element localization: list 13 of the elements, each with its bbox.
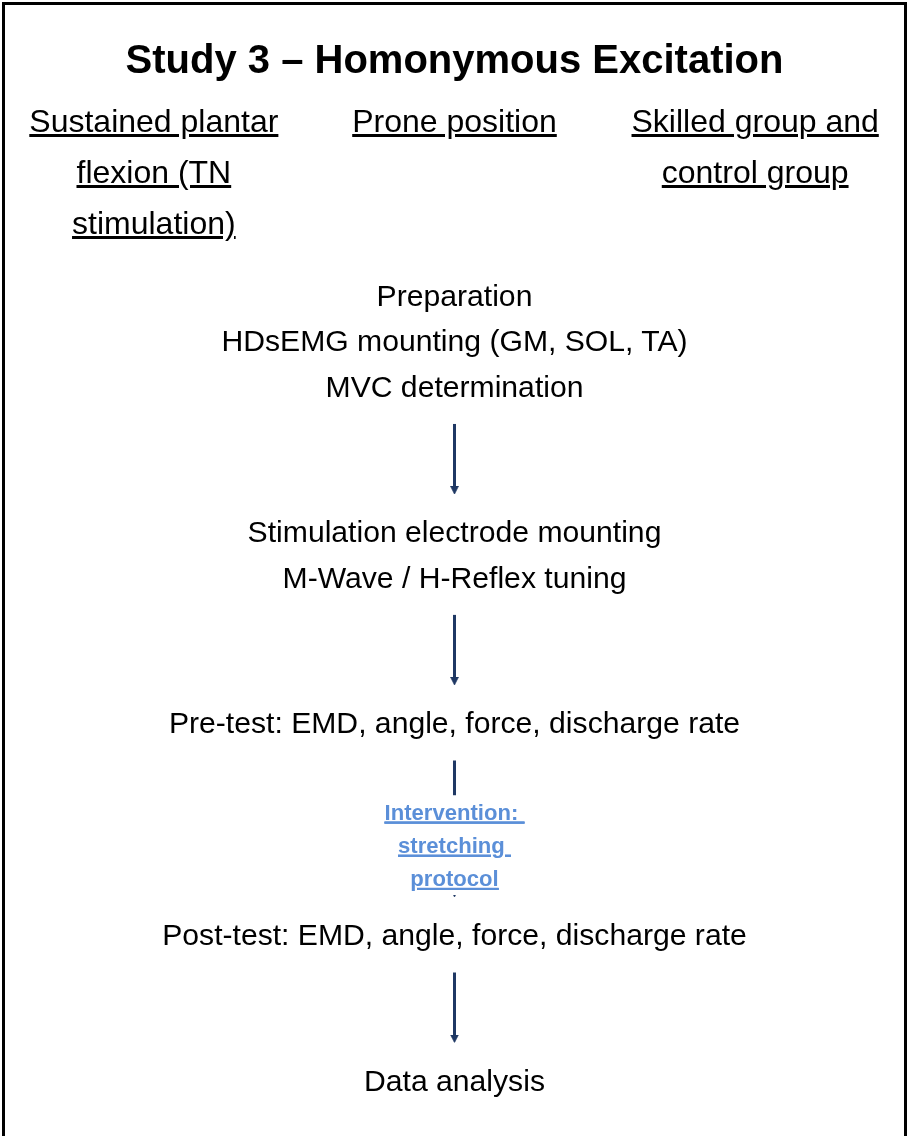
- column-heading: Sustained plantar flexion (TN stimulation): [28, 102, 280, 244]
- node-text: Data analysis: [364, 1063, 545, 1097]
- title: Study 3 – Homonymous Excitation: [125, 37, 784, 82]
- node-text: Preparation HDsEMG mounting (GM, SOL, TA) MVC determination: [221, 278, 688, 403]
- arrow: [450, 423, 459, 495]
- node-text: Pre-test: EMD, angle, force, discharge rate: [168, 705, 741, 739]
- column-heading: Prone position: [351, 102, 558, 141]
- node-text: Post-test: EMD, angle, force, discharge rate: [162, 917, 747, 951]
- arrow: [450, 971, 459, 1043]
- edge-label: Intervention: stretching protocol: [384, 799, 519, 891]
- arrow: [450, 614, 459, 685]
- node-text: Stimulation electrode mounting M-Wave / H-Reflex tuning: [247, 514, 662, 594]
- column-heading: Skilled group and control group: [630, 102, 880, 193]
